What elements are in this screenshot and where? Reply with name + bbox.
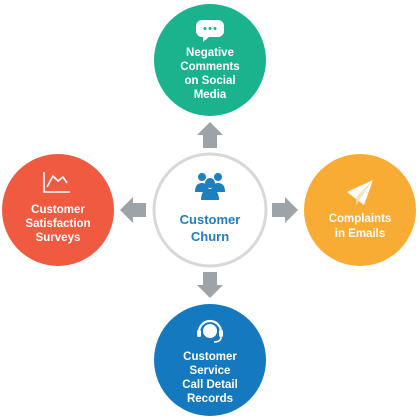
- node-negative-comments: Negative Comments on Social Media: [154, 4, 266, 116]
- node-right-line1: Complaints: [329, 213, 392, 225]
- node-top-line1: Negative: [186, 47, 234, 59]
- node-bottom-line2: Service: [190, 365, 231, 377]
- people-group-icon: [195, 173, 225, 200]
- center-label-line2: Churn: [191, 229, 229, 244]
- line-chart-icon: [43, 172, 70, 193]
- node-satisfaction-surveys: Customer Satisfaction Surveys: [2, 154, 114, 266]
- node-top-line2: Comments: [180, 61, 239, 73]
- node-left-line1: Customer: [31, 204, 85, 216]
- arrow-down: [197, 272, 223, 298]
- center-node: Customer Churn: [152, 152, 268, 268]
- node-bottom-line3: Call Detail: [182, 379, 238, 391]
- headset-icon: [197, 319, 223, 343]
- node-top-line4: Media: [194, 89, 227, 101]
- node-right-line2: in Emails: [335, 228, 386, 240]
- arrow-right: [272, 197, 298, 223]
- paper-plane-icon: [347, 180, 373, 205]
- node-bottom-line4: Records: [187, 393, 233, 405]
- node-top-line3: on Social: [184, 75, 235, 87]
- node-bottom-line1: Customer: [183, 351, 237, 363]
- node-complaints-emails: Complaints in Emails: [304, 154, 416, 266]
- node-left-line3: Surveys: [36, 232, 81, 244]
- node-call-detail-records: Customer Service Call Detail Records: [154, 304, 266, 416]
- speech-bubble-icon: [196, 20, 224, 42]
- arrow-up: [197, 122, 223, 148]
- arrow-left: [120, 197, 146, 223]
- node-left-line2: Satisfaction: [25, 218, 90, 230]
- center-label-line1: Customer: [180, 212, 241, 227]
